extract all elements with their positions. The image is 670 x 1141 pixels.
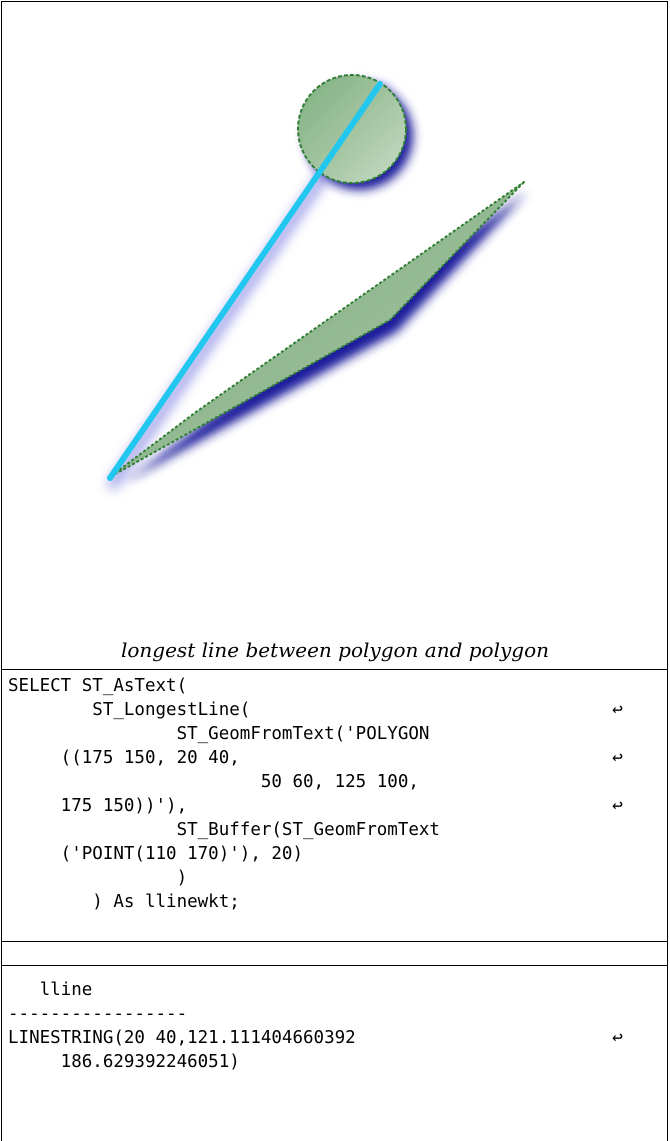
line-continuation-icon: ↩ xyxy=(612,1027,623,1048)
line-continuation-icon: ↩ xyxy=(612,747,623,768)
sql-code-block: SELECT ST_AsText( ST_LongestLine( ST_Geo… xyxy=(8,674,440,914)
result-line: 186.629392246051) xyxy=(8,1052,240,1072)
code-line: ST_LongestLine( xyxy=(8,700,251,720)
figure-caption: longest line between polygon and polygon xyxy=(120,638,550,662)
longest-line xyxy=(107,81,383,481)
code-line: ST_GeomFromText('POLYGON xyxy=(8,724,430,744)
query-result-block: lline ----------------- LINESTRING(20 40… xyxy=(8,978,356,1074)
code-line: ) As llinewkt; xyxy=(8,892,240,912)
result-line: ----------------- xyxy=(8,1004,188,1024)
result-line: lline xyxy=(8,980,93,1000)
result-top-rule xyxy=(1,965,668,966)
geometry-figure xyxy=(107,74,527,489)
code-line: ST_Buffer(ST_GeomFromText xyxy=(8,820,440,840)
code-top-rule xyxy=(1,669,668,670)
line-continuation-icon: ↩ xyxy=(612,795,623,816)
code-line: 50 60, 125 100, xyxy=(8,772,419,792)
code-line: 175 150))'), xyxy=(8,796,188,816)
code-line: ((175 150, 20 40, xyxy=(8,748,240,768)
code-bottom-rule xyxy=(1,941,668,942)
code-line: SELECT ST_AsText( xyxy=(8,676,188,696)
result-line: LINESTRING(20 40,121.111404660392 xyxy=(8,1028,356,1048)
code-line: ('POINT(110 170)'), 20) xyxy=(8,844,304,864)
polygon-shape xyxy=(109,181,525,478)
line-continuation-icon: ↩ xyxy=(612,699,623,720)
code-line: ) xyxy=(8,868,188,888)
